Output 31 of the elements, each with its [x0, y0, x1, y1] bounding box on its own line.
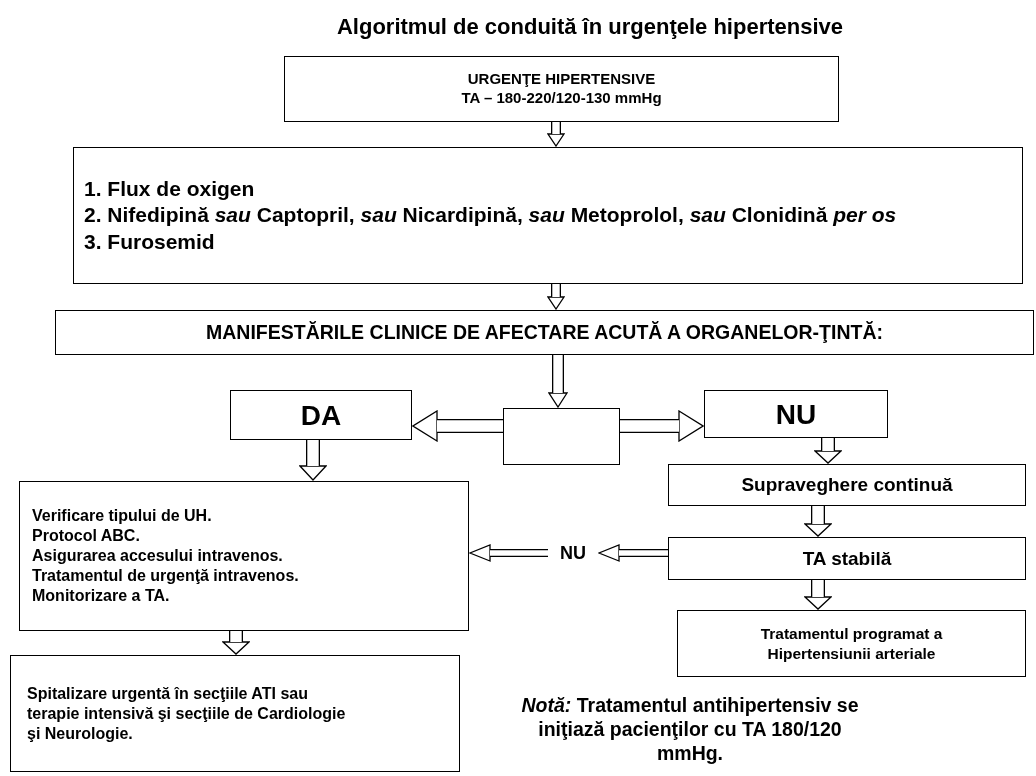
box-text: TA stabilă — [801, 546, 893, 571]
box-text: MANIFESTĂRILE CLINICE DE AFECTARE ACUTĂ A ORGANELOR-ŢINTĂ: — [204, 320, 884, 345]
process-box — [73, 147, 1023, 284]
process-box — [668, 537, 1026, 580]
process-box — [230, 390, 412, 440]
box-text: Asigurarea accesului intravenos. — [32, 546, 284, 566]
process-box — [19, 481, 469, 631]
box-text: 3. Furosemid — [84, 228, 216, 255]
box-text: Verificare tipului de UH. — [32, 506, 213, 526]
process-box — [55, 310, 1034, 355]
box-text: URGENŢE HIPERTENSIVE — [466, 70, 657, 89]
box-text: Monitorizare a TA. — [32, 586, 171, 606]
diagram-title: Algoritmul de conduită în urgenţele hipertensive — [335, 14, 845, 40]
box-text: TA – 180-220/120-130 mmHg — [460, 89, 663, 108]
branch-label: NU — [548, 538, 598, 568]
decision-box — [503, 408, 620, 465]
process-box — [284, 56, 839, 122]
box-text: NU — [774, 397, 818, 432]
process-box — [668, 464, 1026, 506]
process-box — [677, 610, 1026, 677]
box-text: 1. Flux de oxigen — [84, 176, 256, 203]
box-text: Protocol ABC. — [32, 526, 141, 546]
process-box — [10, 655, 460, 772]
box-text: Spitalizare urgentă în secţiile ATI sau terapie intensivă şi secţiile de Cardiologie şi Neurologie. — [27, 683, 347, 744]
note-text: Notă: Tratamentul antihipertensiv se iniţiază pacienţilor cu TA 180/120 mmHg. — [520, 694, 860, 766]
box-text: Tratamentul programat a Hipertensiunii arteriale — [759, 624, 944, 663]
box-text: Supraveghere continuă — [740, 473, 954, 497]
box-text: 2. Nifedipină sau Captopril, sau Nicardipină, sau Metoprolol, sau Clonidină per os — [84, 202, 898, 229]
process-box — [704, 390, 888, 438]
box-text: DA — [299, 398, 343, 433]
box-text: Tratamentul de urgenţă intravenos. — [32, 566, 300, 586]
